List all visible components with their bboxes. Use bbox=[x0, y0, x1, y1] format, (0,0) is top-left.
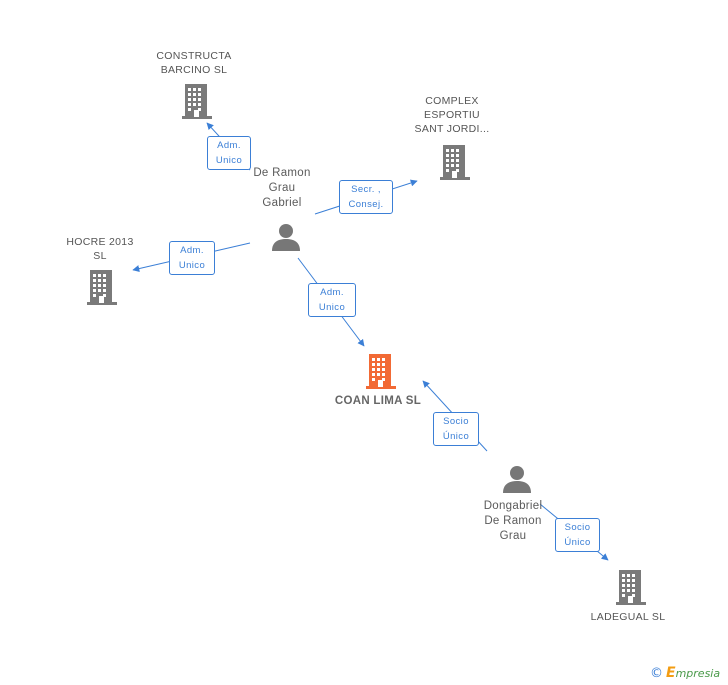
node-label-complex[interactable]: COMPLEX ESPORTIU SANT JORDI... bbox=[414, 95, 490, 135]
edge-label-to-complex[interactable]: Secr. , Consej. bbox=[339, 180, 393, 214]
node-label-dongabriel[interactable]: Dongabriel De Ramon Grau bbox=[483, 500, 543, 542]
copyright-symbol: © bbox=[650, 666, 663, 681]
node-label-coan-lima[interactable]: COAN LIMA SL bbox=[334, 395, 422, 407]
edge-label-dongabriel-to-ladegual[interactable]: Socio Único bbox=[555, 518, 600, 552]
brand-name: mpresia bbox=[675, 667, 721, 680]
edge-label-to-coan-lima[interactable]: Adm. Unico bbox=[308, 283, 356, 317]
building-icon[interactable] bbox=[87, 270, 117, 311]
edge-label-to-hocre[interactable]: Adm. Unico bbox=[169, 241, 215, 275]
node-label-de-ramon[interactable]: De Ramon Grau Gabriel bbox=[253, 167, 311, 209]
building-icon[interactable] bbox=[366, 354, 396, 395]
edge-label-dongabriel-to-coan[interactable]: Socio Único bbox=[433, 412, 479, 446]
edge-label-to-constructa[interactable]: Adm. Unico bbox=[207, 136, 251, 170]
building-icon[interactable] bbox=[182, 84, 212, 125]
person-icon[interactable] bbox=[271, 222, 301, 257]
empresia-logo: ©Empresia bbox=[650, 665, 720, 681]
person-icon[interactable] bbox=[502, 464, 532, 499]
node-label-ladegual[interactable]: LADEGUAL SL bbox=[590, 611, 666, 623]
building-icon[interactable] bbox=[616, 570, 646, 611]
brand-initial: E bbox=[666, 665, 676, 681]
building-icon[interactable] bbox=[440, 145, 470, 186]
node-label-hocre[interactable]: HOCRE 2013 SL bbox=[66, 236, 134, 262]
node-label-constructa[interactable]: CONSTRUCTA BARCINO SL bbox=[156, 50, 232, 76]
